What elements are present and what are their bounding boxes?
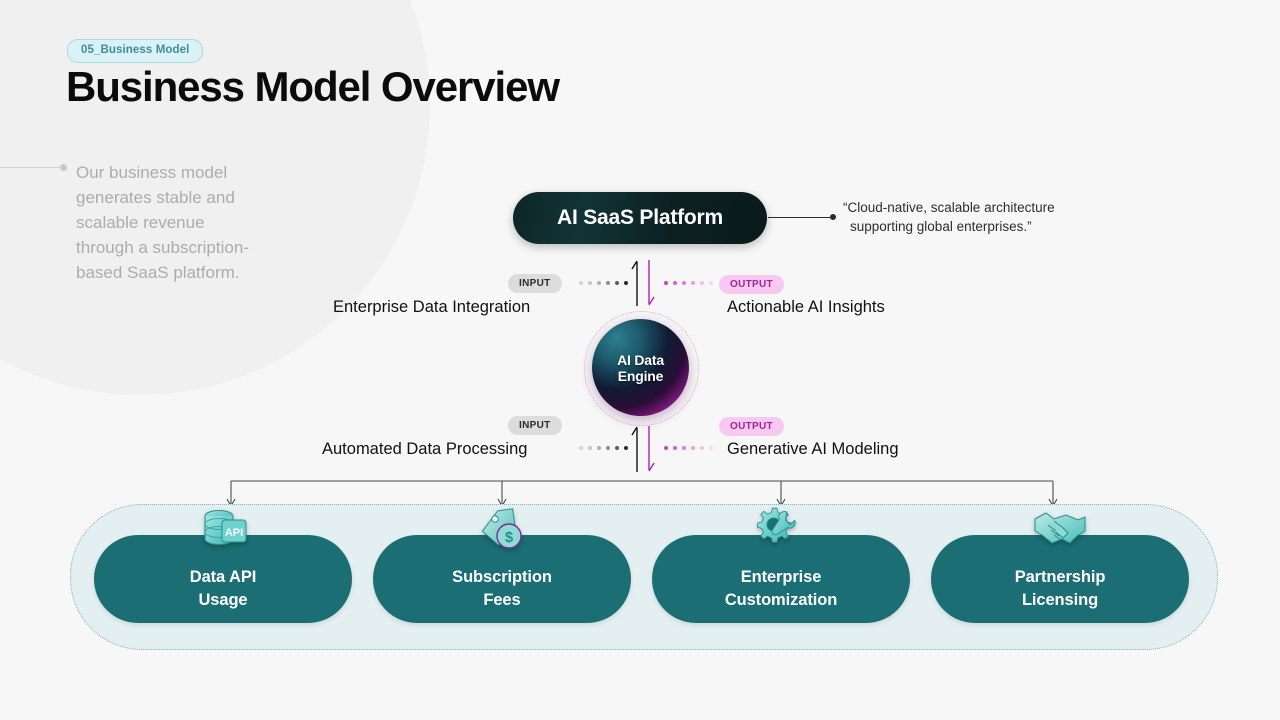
- input-badge-row1: INPUT: [508, 274, 562, 293]
- quote-connector-line: [768, 217, 830, 218]
- ai-data-engine-line2: Engine: [617, 367, 664, 384]
- input-label-row2: Automated Data Processing: [322, 440, 528, 458]
- handshake-icon: [1032, 503, 1088, 555]
- output-badge-row2: OUTPUT: [719, 417, 784, 436]
- revenue-card-label: Enterprise Customization: [725, 566, 837, 623]
- input-arrow-up-row1: [631, 260, 655, 306]
- svg-text:API: API: [225, 527, 243, 539]
- card-line2: Customization: [724, 591, 838, 609]
- revenue-card-label: Data API Usage: [189, 566, 257, 623]
- quote-connector-dot: [830, 214, 836, 220]
- card-line1: Subscription: [452, 568, 552, 586]
- price-tag-dollar-icon: $: [474, 503, 530, 555]
- card-line2: Fees: [483, 591, 521, 609]
- revenue-card-label: Subscription Fees: [452, 566, 552, 623]
- revenue-card-data-api-usage[interactable]: API Data API Usage: [94, 510, 352, 623]
- description-text: Our business model generates stable and …: [76, 163, 249, 282]
- card-line2: Usage: [198, 591, 248, 609]
- output-badge-row1: OUTPUT: [719, 275, 784, 294]
- input-label-row1: Enterprise Data Integration: [333, 298, 531, 316]
- ai-data-engine-node[interactable]: AI Data Engine: [592, 319, 689, 416]
- ai-saas-platform-label: AI SaaS Platform: [556, 206, 724, 229]
- output-label-row1: Actionable AI Insights: [727, 298, 885, 316]
- revenue-card-label: Partnership Licensing: [1015, 566, 1106, 623]
- ai-data-engine-label: AI Data Engine: [617, 352, 664, 384]
- database-api-icon: API: [195, 503, 251, 555]
- description-bullet-dot: [60, 164, 67, 171]
- page-title: Business Model Overview: [66, 63, 560, 110]
- platform-quote: “Cloud-native, scalable architecture sup…: [843, 198, 1123, 236]
- ai-data-engine-line1: AI Data: [617, 351, 664, 368]
- description-leader-line: [0, 167, 60, 168]
- input-dots-row2: [579, 446, 628, 450]
- card-line1: Enterprise: [740, 568, 822, 586]
- input-badge-row2: INPUT: [508, 416, 562, 435]
- revenue-card-subscription-fees[interactable]: $ Subscription Fees: [373, 508, 631, 623]
- section-tag-badge: 05_Business Model: [67, 39, 204, 63]
- input-dots-row1: [579, 281, 628, 285]
- output-dots-row2: [664, 446, 713, 450]
- platform-quote-line1: “Cloud-native, scalable architecture: [843, 200, 1055, 215]
- input-arrow-up-row2: [631, 426, 655, 472]
- revenue-card-enterprise-customization[interactable]: Enterprise Customization: [652, 507, 910, 623]
- revenue-card-partnership-licensing[interactable]: Partnership Licensing: [931, 512, 1189, 623]
- platform-quote-line2: supporting global enterprises.”: [850, 219, 1032, 234]
- card-line1: Data API: [189, 568, 257, 586]
- svg-text:$: $: [505, 529, 514, 546]
- ai-saas-platform-pill[interactable]: AI SaaS Platform: [513, 192, 767, 244]
- card-line2: Licensing: [1021, 591, 1099, 609]
- output-label-row2: Generative AI Modeling: [727, 440, 899, 458]
- output-dots-row1: [664, 281, 713, 285]
- card-line1: Partnership: [1014, 568, 1106, 586]
- gear-wrench-icon: [753, 503, 809, 555]
